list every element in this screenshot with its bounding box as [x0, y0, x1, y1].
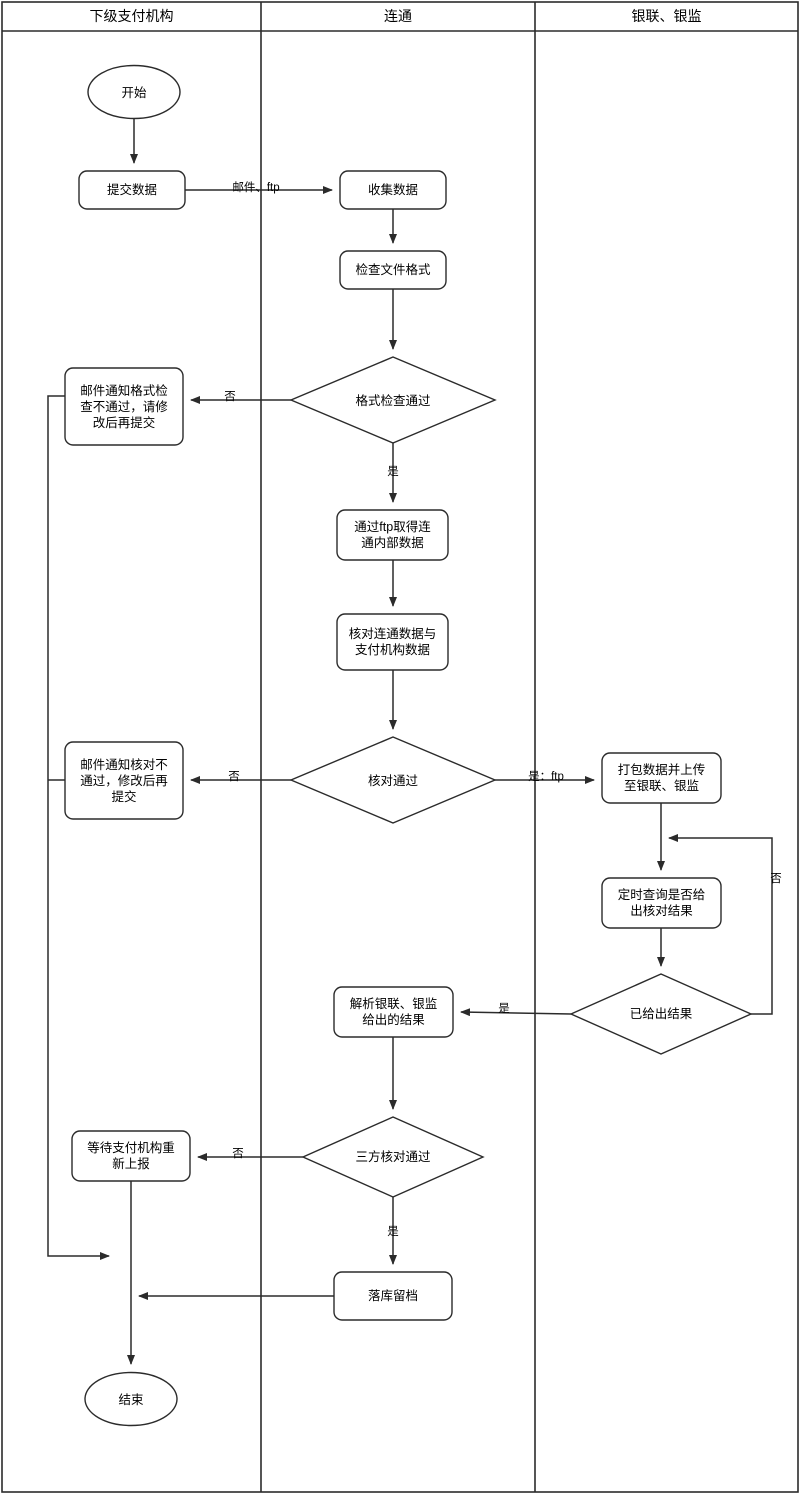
edge-result-given-no-loop: [668, 834, 773, 1015]
lane-title-1: 下级支付机构: [89, 8, 174, 24]
edge-label-result-yes: 是: [498, 1003, 510, 1015]
node-mail-format-fail: [64, 367, 184, 446]
lane-title-3: 银联、银监: [631, 8, 702, 24]
node-poll-result: [601, 877, 722, 929]
edge-label-tri-yes: 是: [387, 1226, 399, 1238]
node-end: [84, 1371, 178, 1427]
edge-result-given-yes: [460, 1008, 572, 1017]
edge-label-format-no: 否: [224, 391, 236, 403]
node-collect-data: [339, 170, 447, 210]
lane-title-2: 连通: [384, 8, 412, 24]
edge-label-recon-yes-ftp: 是：ftp: [528, 771, 564, 783]
node-reconcile-pass: [289, 736, 497, 824]
edge-label-recon-no: 否: [228, 771, 240, 783]
edge-mail-format-fail-rail: [47, 395, 110, 1260]
node-archive: [333, 1271, 453, 1321]
edge-label-poll-loop-no: 否: [769, 872, 781, 884]
node-wait-resubmit: [71, 1130, 191, 1182]
node-parse-result: [333, 986, 454, 1038]
node-package-upload: [601, 752, 722, 804]
node-mail-recon-fail: [64, 741, 184, 820]
node-start: [87, 64, 181, 120]
node-reconcile: [336, 613, 449, 671]
edge-label-tri-no: 否: [232, 1148, 244, 1160]
node-ftp-get-data: [336, 509, 449, 561]
node-submit-data: [78, 170, 186, 210]
edge-label-mail-ftp: 邮件、ftp: [232, 182, 280, 194]
node-result-given: [569, 973, 753, 1055]
node-check-format: [339, 250, 447, 290]
edge-label-format-yes: 是: [387, 466, 399, 478]
